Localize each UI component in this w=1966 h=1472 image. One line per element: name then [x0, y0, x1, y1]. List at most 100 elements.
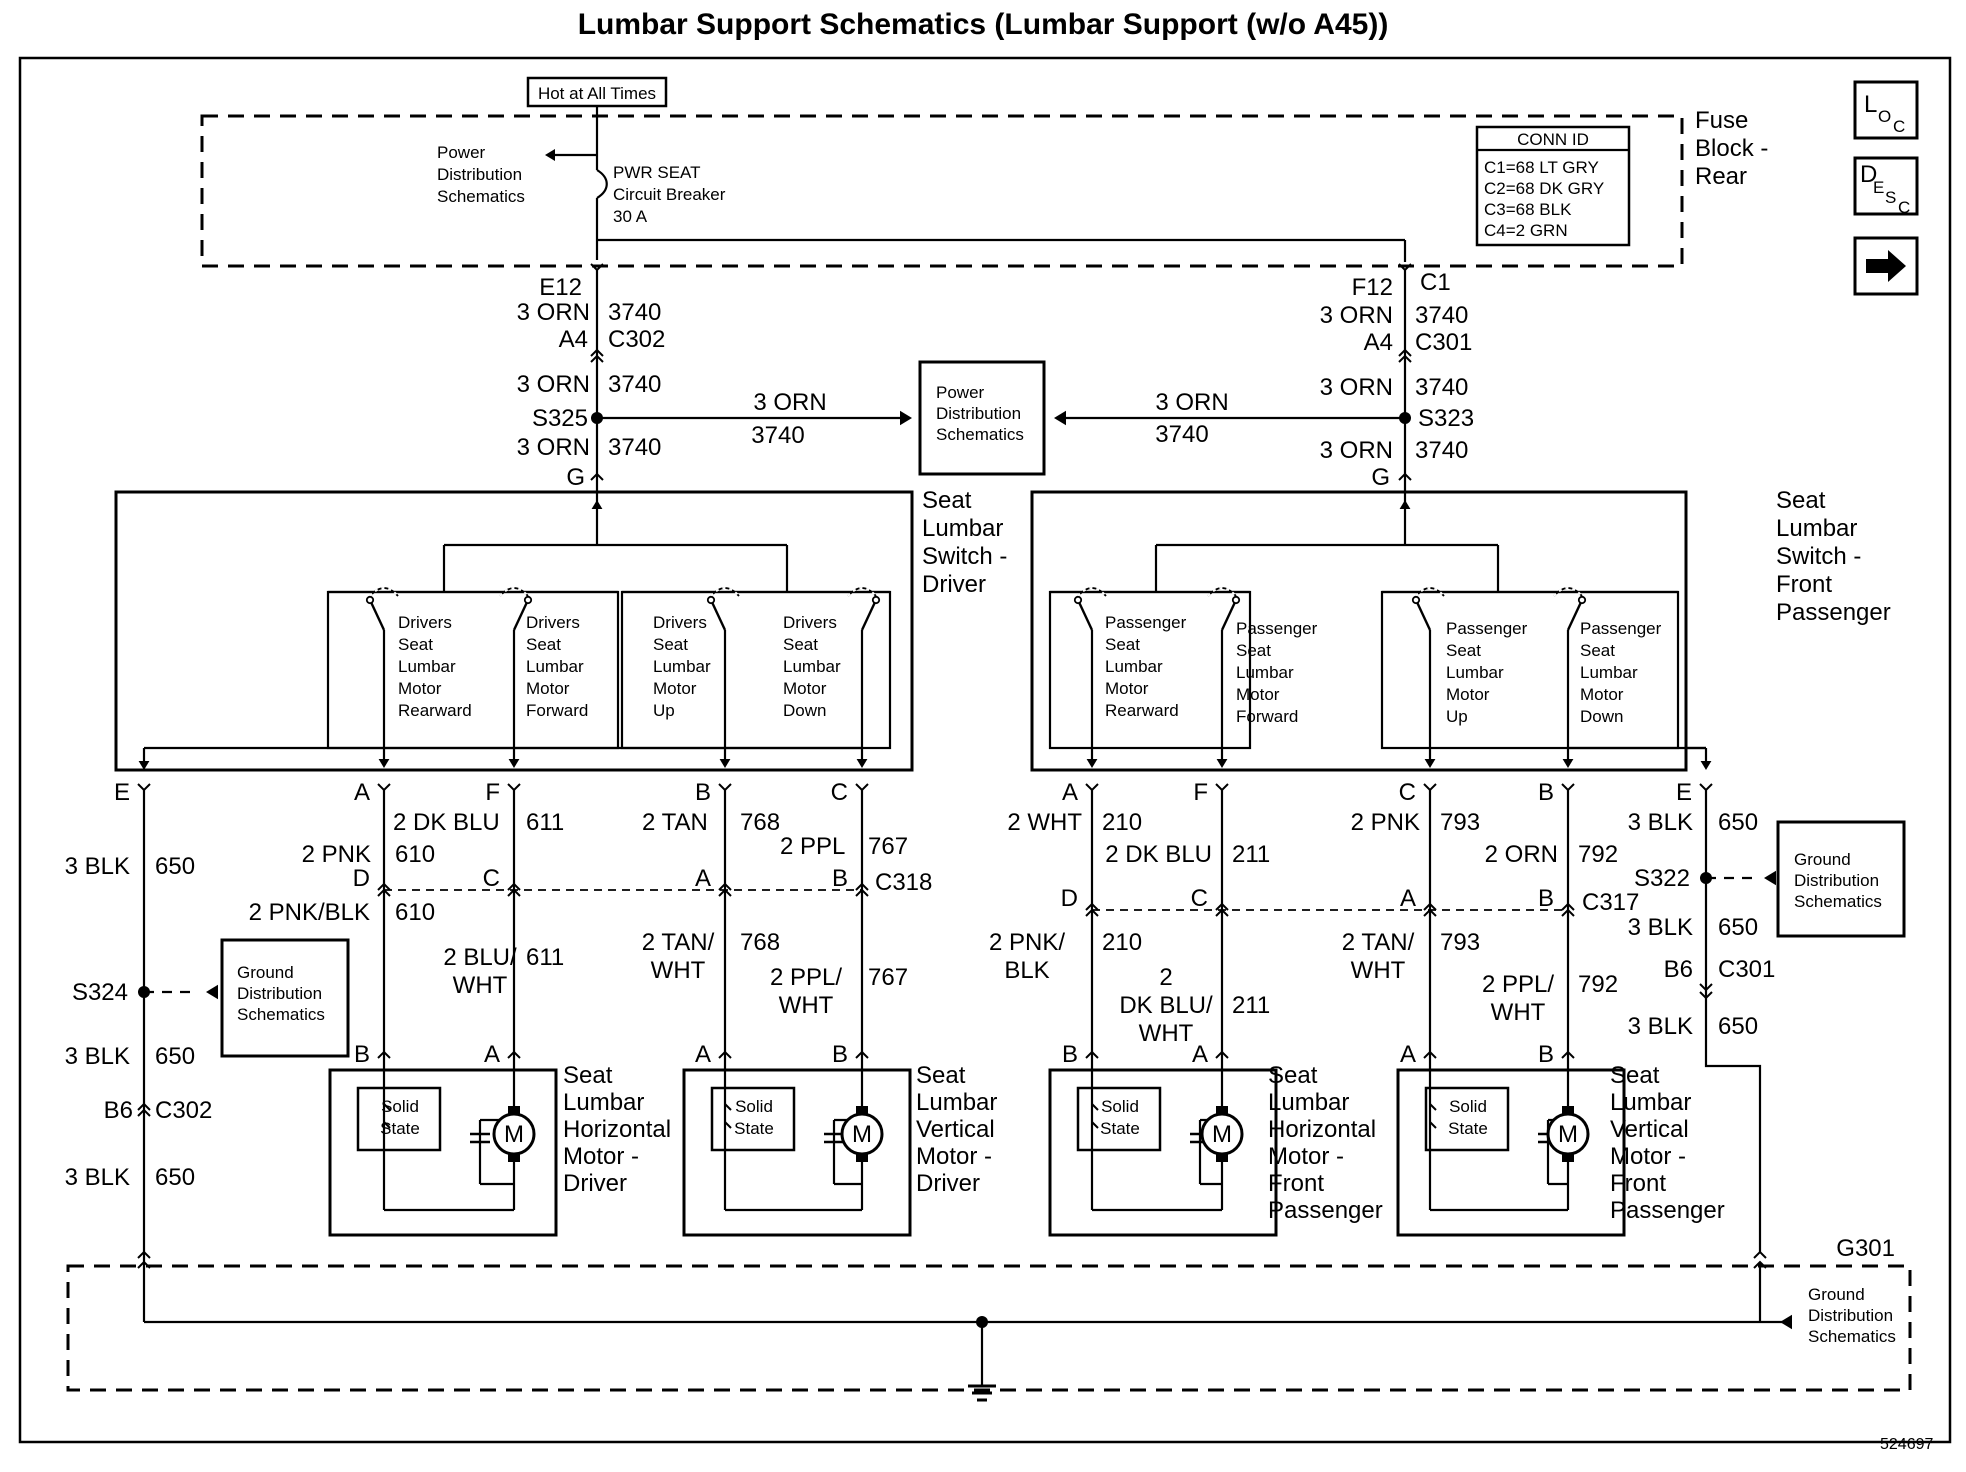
wire-color-3orn: 3 ORN [1320, 302, 1393, 329]
solid-state-box [710, 1086, 796, 1152]
wire-color: WHT [453, 972, 508, 999]
wire-color-3orn: 3 ORN [517, 434, 590, 461]
ground-pin [137, 1250, 151, 1259]
driver-switch-name: Seat [922, 487, 972, 514]
motor-name: Passenger [1268, 1197, 1383, 1224]
wire-color: 2 DK BLU [393, 809, 500, 836]
connector-c301: C301 [1718, 956, 1775, 983]
pass-contact-label: Passenger [1105, 613, 1187, 632]
c318-pin [718, 888, 732, 897]
driver-motor-pin [507, 1050, 521, 1059]
pds-arrow [900, 410, 912, 426]
pass-contact-label: Seat [1580, 641, 1615, 660]
driver-switch-link-gap [369, 587, 399, 597]
solid-state-label: State [380, 1119, 420, 1138]
wire-color: 3 BLK [1628, 1013, 1693, 1040]
circuit-767: 767 [868, 964, 908, 991]
pass-pin-label: B [1538, 779, 1554, 806]
pass-top-pin [1215, 783, 1229, 792]
pass-contact-label: Seat [1236, 641, 1271, 660]
pass-pin-label: E [1676, 779, 1692, 806]
driver-switch-name: Driver [922, 571, 986, 598]
motor-name: Motor - [563, 1143, 639, 1170]
motor-letter: M [1212, 1121, 1232, 1148]
driver-pin-label: A [354, 779, 370, 806]
pass-motor-pin [1215, 1050, 1229, 1059]
c317-pin [1423, 908, 1437, 917]
pin-e12: E12 [539, 274, 582, 301]
wire-color: 2 PNK [302, 841, 371, 868]
pass-gds-label: Schematics [1794, 892, 1882, 911]
motor-brush [856, 1106, 868, 1114]
motor-name: Front [1610, 1170, 1666, 1197]
next-button[interactable] [1853, 236, 1919, 296]
wire-color: 2 TAN/ [1342, 929, 1415, 956]
wire-color-3orn: 3 ORN [1320, 437, 1393, 464]
pass-contact-label: Passenger [1236, 619, 1318, 638]
motor-name: Lumbar [1610, 1089, 1691, 1116]
driver-pin-label: C [831, 779, 848, 806]
pass-contact-label: Motor [1446, 685, 1490, 704]
driver-gds-label: Distribution [237, 984, 322, 1003]
driver-contact-label: Up [653, 701, 675, 720]
driver-contact-label: Lumbar [526, 657, 584, 676]
pass-top-pin [1561, 783, 1575, 792]
pass-motor-pin-label: B [1538, 1041, 1554, 1068]
fuse-pds-label: Distribution [437, 165, 522, 184]
driver-switch-contact [706, 595, 716, 605]
solid-state-box [356, 1086, 442, 1152]
motor-name: Lumbar [1268, 1089, 1349, 1116]
gds-arrow [1764, 870, 1776, 886]
breaker-label: Circuit Breaker [613, 185, 726, 204]
motor-letter: M [504, 1121, 524, 1148]
driver-switch-output-arrow [508, 759, 520, 768]
motor-name: Driver [563, 1170, 627, 1197]
pass-contact-label: Passenger [1446, 619, 1528, 638]
c302-pin [590, 354, 604, 363]
motor-name: Horizontal [1268, 1116, 1376, 1143]
circuit-3740: 3740 [1155, 421, 1208, 448]
pass-switch-box [1030, 490, 1688, 772]
c317-pin [1085, 902, 1099, 911]
c317-pin [1561, 902, 1575, 911]
motor-box [1048, 1068, 1278, 1237]
motor-letter: M [1558, 1121, 1578, 1148]
driver-top-pin [377, 783, 391, 792]
pass-switch-output-arrow [1086, 759, 1098, 768]
driver-contact-label: Seat [526, 635, 561, 654]
pass-contact-label: Passenger [1580, 619, 1662, 638]
c317-pin-label: D [1061, 885, 1078, 912]
splice-s322-label: S322 [1634, 865, 1690, 892]
circuit-611: 611 [526, 809, 564, 836]
pass-switch-link-gap [1415, 587, 1445, 597]
c318-pin [718, 882, 732, 891]
g-pin [590, 472, 604, 481]
diagram-title: Lumbar Support Schematics (Lumbar Suppor… [577, 8, 1389, 41]
motor-box [328, 1068, 558, 1237]
fuse-block-name: Fuse [1695, 107, 1748, 134]
driver-switch-link-gap [847, 587, 877, 597]
wire-color: 2 PPL/ [1482, 971, 1554, 998]
motor-brush [856, 1154, 868, 1162]
wire-color: 2 PPL [780, 833, 845, 860]
motor-brush [508, 1106, 520, 1114]
circuit-768: 768 [740, 929, 780, 956]
pass-contact-label: Lumbar [1105, 657, 1163, 676]
pass-contact-label: Lumbar [1236, 663, 1294, 682]
driver-motor-pin-label: B [832, 1041, 848, 1068]
circuit-211: 211 [1232, 841, 1270, 868]
circuit-611: 611 [526, 944, 564, 971]
wire-color: WHT [1351, 957, 1406, 984]
pass-contact-label: Seat [1105, 635, 1140, 654]
conn-id-entry: C1=68 LT GRY [1484, 158, 1599, 177]
driver-motor-pin-label: B [354, 1041, 370, 1068]
driver-contact-label: Drivers [398, 613, 452, 632]
circuit-3740: 3740 [608, 299, 661, 326]
pass-switch-output-arrow [1424, 759, 1436, 768]
fuse-block-rear [200, 114, 1684, 268]
splice-s325-label: S325 [532, 405, 588, 432]
driver-switch-wiper [709, 599, 727, 631]
